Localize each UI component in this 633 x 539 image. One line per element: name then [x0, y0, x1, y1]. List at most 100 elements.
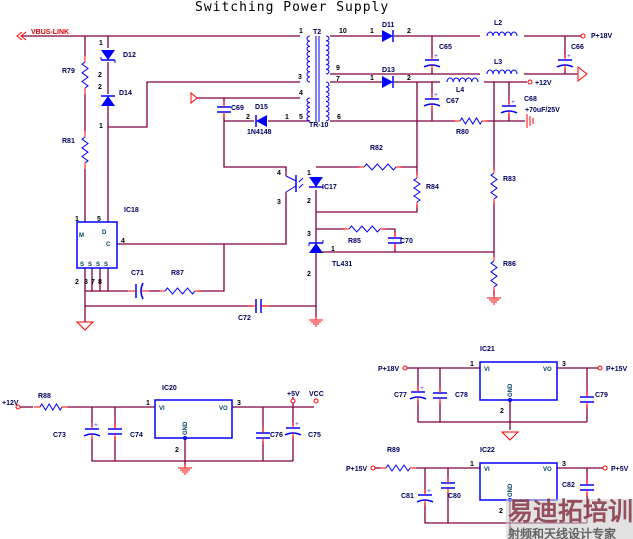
pin-3: 3: [298, 74, 302, 81]
winding: [306, 97, 311, 122]
resistor-body: [81, 61, 89, 89]
resistor-r81: [81, 131, 89, 169]
pin-1: 1: [470, 361, 474, 368]
ground-symbol: [75, 321, 95, 331]
ground-arrow-icon: [190, 91, 198, 105]
transistor-collector: [285, 175, 297, 182]
ground-triangle: [500, 431, 520, 441]
diode-d11: [382, 30, 394, 42]
net-label-plus12v: +12V: [535, 80, 552, 87]
ref-c65: C65: [439, 44, 452, 51]
pin-1: 1: [331, 246, 335, 253]
ref-d12: D12: [123, 52, 136, 59]
ic20-pin-vi: VI: [159, 406, 165, 412]
diode-d15: [255, 115, 267, 127]
light-arrow: [298, 183, 304, 189]
ref-t2: T2: [313, 29, 321, 36]
transformer-secondary-1: [325, 35, 330, 75]
schematic-title: Switching Power Supply: [195, 0, 389, 15]
ic18-pin-c: C: [106, 242, 111, 248]
ground-symbol: [178, 464, 192, 475]
resistor-r79: [81, 56, 89, 94]
capacitor-c77: +: [409, 384, 427, 403]
inductor-winding: [446, 77, 479, 83]
pin-1: 1: [285, 114, 289, 121]
terminal-p15v: [597, 365, 603, 371]
ref-r84: R84: [426, 184, 439, 191]
diode-triangle: [309, 177, 323, 187]
ic18-pin-s: S: [96, 262, 100, 268]
pin-2: 2: [98, 72, 102, 79]
ic21-pin-gnd: GND: [508, 383, 514, 397]
ic22-pin-gnd: GND: [508, 483, 514, 497]
pin-2: 2: [307, 198, 311, 205]
capacitor-c81: +: [416, 487, 434, 506]
winding: [325, 81, 330, 122]
pin-3: 3: [84, 279, 88, 286]
ref-ic21: IC21: [480, 346, 495, 353]
capacitor-c72: [248, 299, 269, 313]
capacitor-c76: [256, 427, 270, 444]
shunt-regulator-tl431: [308, 240, 324, 253]
diode-d12: [100, 50, 116, 63]
earth-ground-icon: [526, 114, 534, 128]
ic18-pin-s: S: [88, 262, 92, 268]
inductor-l4: [446, 77, 479, 83]
ic22-pin-vo: VO: [543, 467, 552, 473]
ref-c71: C71: [131, 270, 144, 277]
ref-c68-value: +70uF/25V: [525, 107, 560, 114]
ic20-pin-vo: VO: [219, 406, 228, 412]
watermark: 易迪拓培训 射频和天线设计专家: [506, 497, 633, 539]
ref-r82: R82: [370, 145, 383, 152]
inductor-l2: [486, 31, 518, 37]
polarity-mark: +: [434, 52, 438, 60]
pin-4: 4: [299, 90, 303, 97]
pin-2: 2: [407, 75, 411, 82]
ground-symbol: [500, 431, 520, 441]
pin-3: 3: [562, 461, 566, 468]
diode-triangle: [101, 96, 115, 106]
polarity-mark: +: [420, 384, 424, 392]
pin-1: 1: [75, 216, 79, 223]
ic20-pin-gnd: GND: [183, 421, 189, 435]
watermark-band: [506, 499, 633, 539]
capacitor-c75: +: [284, 420, 302, 439]
terminal-plus12v-in: [15, 404, 21, 410]
resistor-body: [413, 177, 421, 203]
pin-3: 3: [237, 400, 241, 407]
transformer-primary-2: [306, 97, 311, 122]
resistor-body: [490, 172, 498, 200]
capacitor-c82: [580, 479, 594, 496]
inductor-l3: [486, 69, 518, 75]
capacitor-c68: +: [500, 98, 518, 117]
resistor-r82: [358, 163, 402, 171]
capacitor-c73: +: [83, 421, 101, 440]
ref-ic17: IC17: [322, 184, 337, 191]
net-label-p5v: P+5V: [611, 466, 629, 473]
resistor-body: [459, 117, 483, 125]
ic18-pin-d: D: [102, 230, 107, 236]
terminal-plus12v: [527, 79, 533, 85]
ic18-pin-m: M: [79, 233, 84, 239]
resistor-body: [39, 403, 63, 411]
pin-1: 1: [370, 28, 374, 35]
ref-d13: D13: [382, 67, 395, 74]
pin-5: 5: [97, 216, 101, 223]
inductor-winding: [486, 69, 518, 75]
wire: [383, 228, 396, 236]
transformer-secondary-2: [325, 81, 330, 122]
light-arrow: [298, 177, 304, 183]
resistor-body: [385, 464, 411, 472]
pin-2: 2: [98, 84, 102, 91]
ref-r79: R79: [62, 68, 75, 75]
resistor-r88: [34, 403, 68, 411]
ref-c82: C82: [562, 482, 575, 489]
pin-1: 1: [370, 75, 374, 82]
polarity-mark: +: [434, 91, 438, 99]
pin-2: 2: [499, 508, 503, 515]
pin-4: 4: [277, 170, 281, 177]
terminal-p18v-in: [402, 365, 408, 371]
capacitor-c70: [388, 232, 402, 249]
